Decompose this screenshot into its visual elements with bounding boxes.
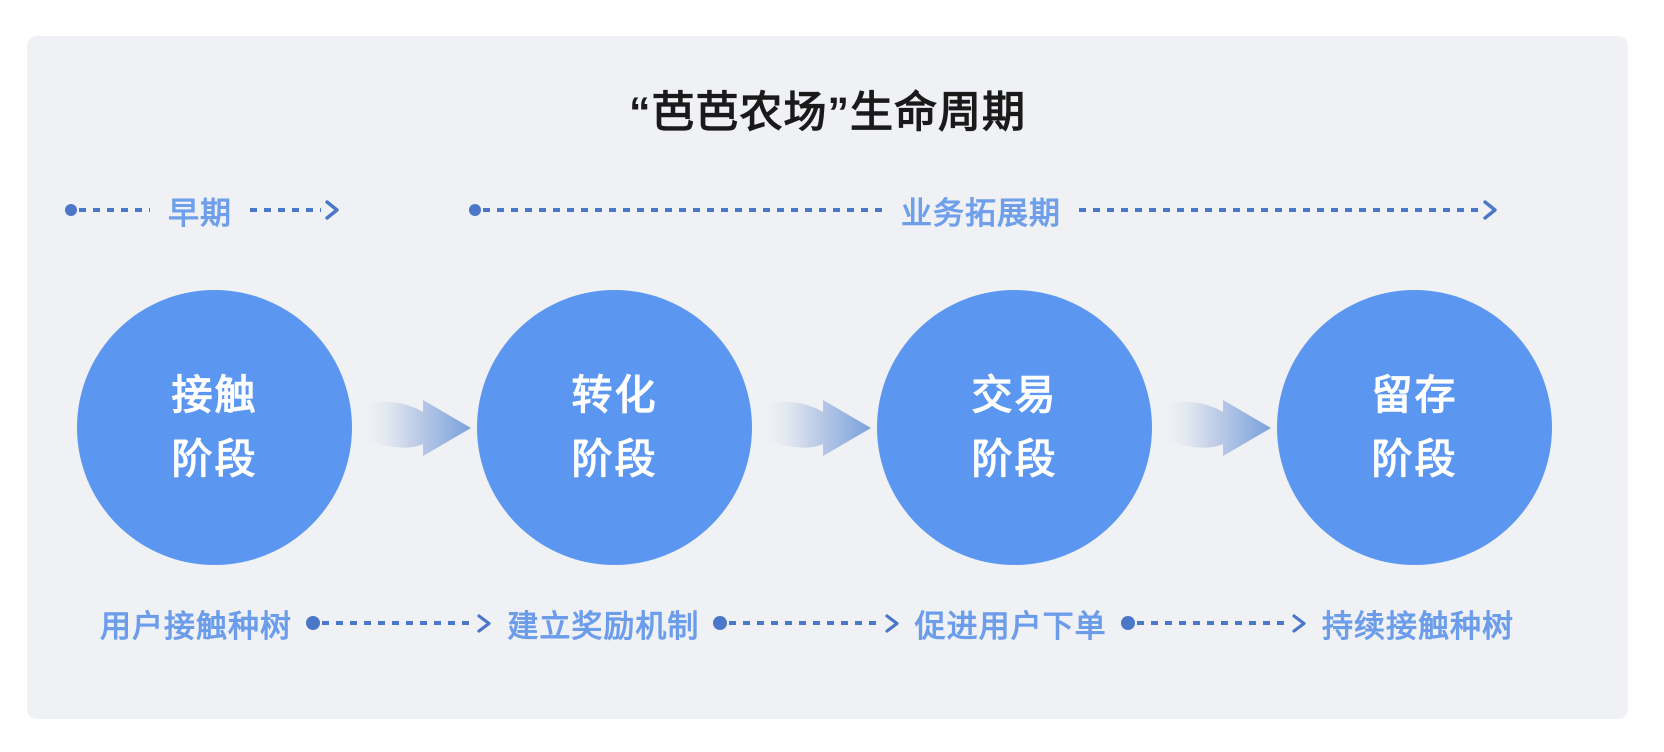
note-contact: 用户接触种树 [100, 608, 292, 644]
stage-name-line1: 留存 [1371, 371, 1458, 418]
stage-notes-row: 用户接触种树 建立奖励机制 促进用户下单 持续接触种树 [100, 602, 1514, 644]
arrow-chevron-icon [477, 613, 491, 633]
stage-name-line2: 阶段 [171, 435, 258, 482]
stage-name-line1: 接触 [171, 371, 258, 418]
connector-dot [713, 616, 728, 630]
stage-circle-contact: 接触 阶段 [77, 290, 352, 565]
timeline-phase-early: 早期 [65, 194, 341, 231]
stage-circle-transaction: 交易 阶段 [877, 290, 1152, 565]
timeline-phase-expansion: 业务拓展期 [469, 194, 1499, 231]
stage-circle-retention: 留存 阶段 [1277, 290, 1552, 565]
connector-dot [306, 616, 320, 630]
stage-name-line1: 转化 [571, 371, 658, 418]
phase-label-early: 早期 [168, 195, 232, 231]
stage-name-line1: 交易 [971, 371, 1058, 418]
note-connector [306, 612, 493, 635]
dashed-line [483, 208, 883, 212]
dashed-line [1136, 621, 1289, 625]
connector-dot [1120, 616, 1135, 630]
dashed-line [322, 621, 475, 625]
diagram-title: “芭芭农场”生命周期 [629, 89, 1026, 137]
dashed-line [1079, 208, 1479, 212]
arrow-chevron-icon [1292, 613, 1306, 633]
note-transaction: 促进用户下单 [914, 608, 1107, 644]
arrow-chevron-icon [885, 613, 899, 633]
dashed-line [250, 208, 321, 212]
stage-name-line2: 阶段 [971, 435, 1058, 482]
lifecycle-diagram-panel: “芭芭农场”生命周期 早期 业务拓展期 接触 阶段 转化 阶段 交易 阶段 留存… [27, 36, 1628, 719]
dashed-line [729, 621, 882, 625]
stage-name-line2: 阶段 [1371, 435, 1458, 482]
timeline-start-dot [65, 204, 77, 216]
note-conversion: 建立奖励机制 [507, 608, 700, 644]
phase-label-expansion: 业务拓展期 [901, 195, 1061, 231]
stage-flow-arrow-icon [1160, 400, 1271, 456]
stage-flow-arrow-icon [760, 400, 871, 456]
note-connector [1120, 612, 1308, 635]
timeline-start-dot [469, 204, 481, 216]
arrow-chevron-icon [1483, 200, 1497, 220]
note-retention: 持续接触种树 [1321, 608, 1514, 644]
stage-circle-conversion: 转化 阶段 [477, 290, 752, 565]
stage-name-line2: 阶段 [571, 435, 658, 482]
dashed-line [79, 208, 150, 212]
note-connector [713, 612, 900, 635]
arrow-chevron-icon [325, 200, 339, 220]
stage-flow-arrow-icon [360, 400, 471, 456]
